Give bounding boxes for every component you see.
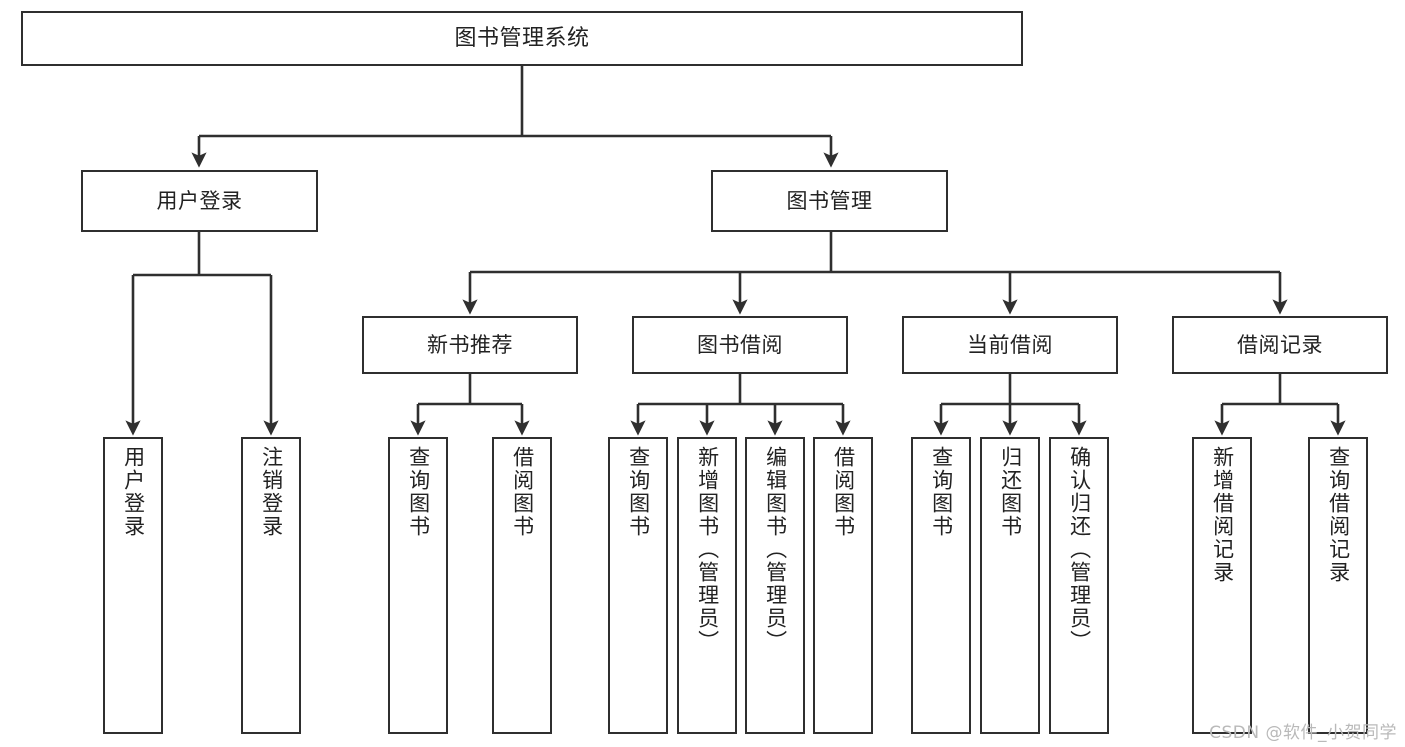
node-label: 图书借阅 — [697, 332, 783, 357]
leaf-borrow-borrow-book[interactable]: 借阅图书 — [813, 437, 873, 734]
node-borrow-record[interactable]: 借阅记录 — [1172, 316, 1388, 374]
node-new-book-recommend[interactable]: 新书推荐 — [362, 316, 578, 374]
leaf-recommend-query-book[interactable]: 查询图书 — [388, 437, 448, 734]
leaf-recommend-borrow-book[interactable]: 借阅图书 — [492, 437, 552, 734]
watermark-text: CSDN @软件_小贺同学 — [1209, 723, 1397, 743]
node-label: 借阅记录 — [1237, 332, 1323, 357]
leaf-current-query-book[interactable]: 查询图书 — [911, 437, 971, 734]
node-label: 图书管理系统 — [454, 25, 590, 51]
node-label: 用户登录 — [121, 446, 146, 538]
node-label: 借阅图书 — [831, 446, 856, 538]
node-label: 查询图书 — [406, 446, 431, 538]
node-root-system[interactable]: 图书管理系统 — [21, 11, 1023, 66]
node-label: 注销登录 — [259, 446, 284, 538]
node-label: 图书管理 — [786, 188, 873, 213]
leaf-record-query[interactable]: 查询借阅记录 — [1308, 437, 1368, 734]
leaf-borrow-edit-book[interactable]: 编辑图书（管理员） — [745, 437, 805, 734]
node-user-login[interactable]: 用户登录 — [81, 170, 318, 232]
node-book-management[interactable]: 图书管理 — [711, 170, 948, 232]
node-label: 确认归还（管理员） — [1067, 446, 1092, 653]
node-current-borrow[interactable]: 当前借阅 — [902, 316, 1118, 374]
leaf-user-login[interactable]: 用户登录 — [103, 437, 163, 734]
node-book-borrow[interactable]: 图书借阅 — [632, 316, 848, 374]
leaf-user-logout[interactable]: 注销登录 — [241, 437, 301, 734]
node-label: 新增图书（管理员） — [695, 446, 720, 653]
node-label: 查询借阅记录 — [1326, 446, 1351, 584]
node-label: 编辑图书（管理员） — [763, 446, 788, 653]
leaf-borrow-query-book[interactable]: 查询图书 — [608, 437, 668, 734]
node-label: 借阅图书 — [510, 446, 535, 538]
node-label: 新增借阅记录 — [1210, 446, 1235, 584]
leaf-current-confirm-return[interactable]: 确认归还（管理员） — [1049, 437, 1109, 734]
node-label: 用户登录 — [156, 188, 243, 213]
leaf-record-add[interactable]: 新增借阅记录 — [1192, 437, 1252, 734]
leaf-current-return-book[interactable]: 归还图书 — [980, 437, 1040, 734]
node-label: 归还图书 — [998, 446, 1023, 538]
leaf-borrow-add-book[interactable]: 新增图书（管理员） — [677, 437, 737, 734]
node-label: 查询图书 — [929, 446, 954, 538]
node-label: 当前借阅 — [967, 332, 1053, 357]
node-label: 查询图书 — [626, 446, 651, 538]
node-label: 新书推荐 — [427, 332, 513, 357]
